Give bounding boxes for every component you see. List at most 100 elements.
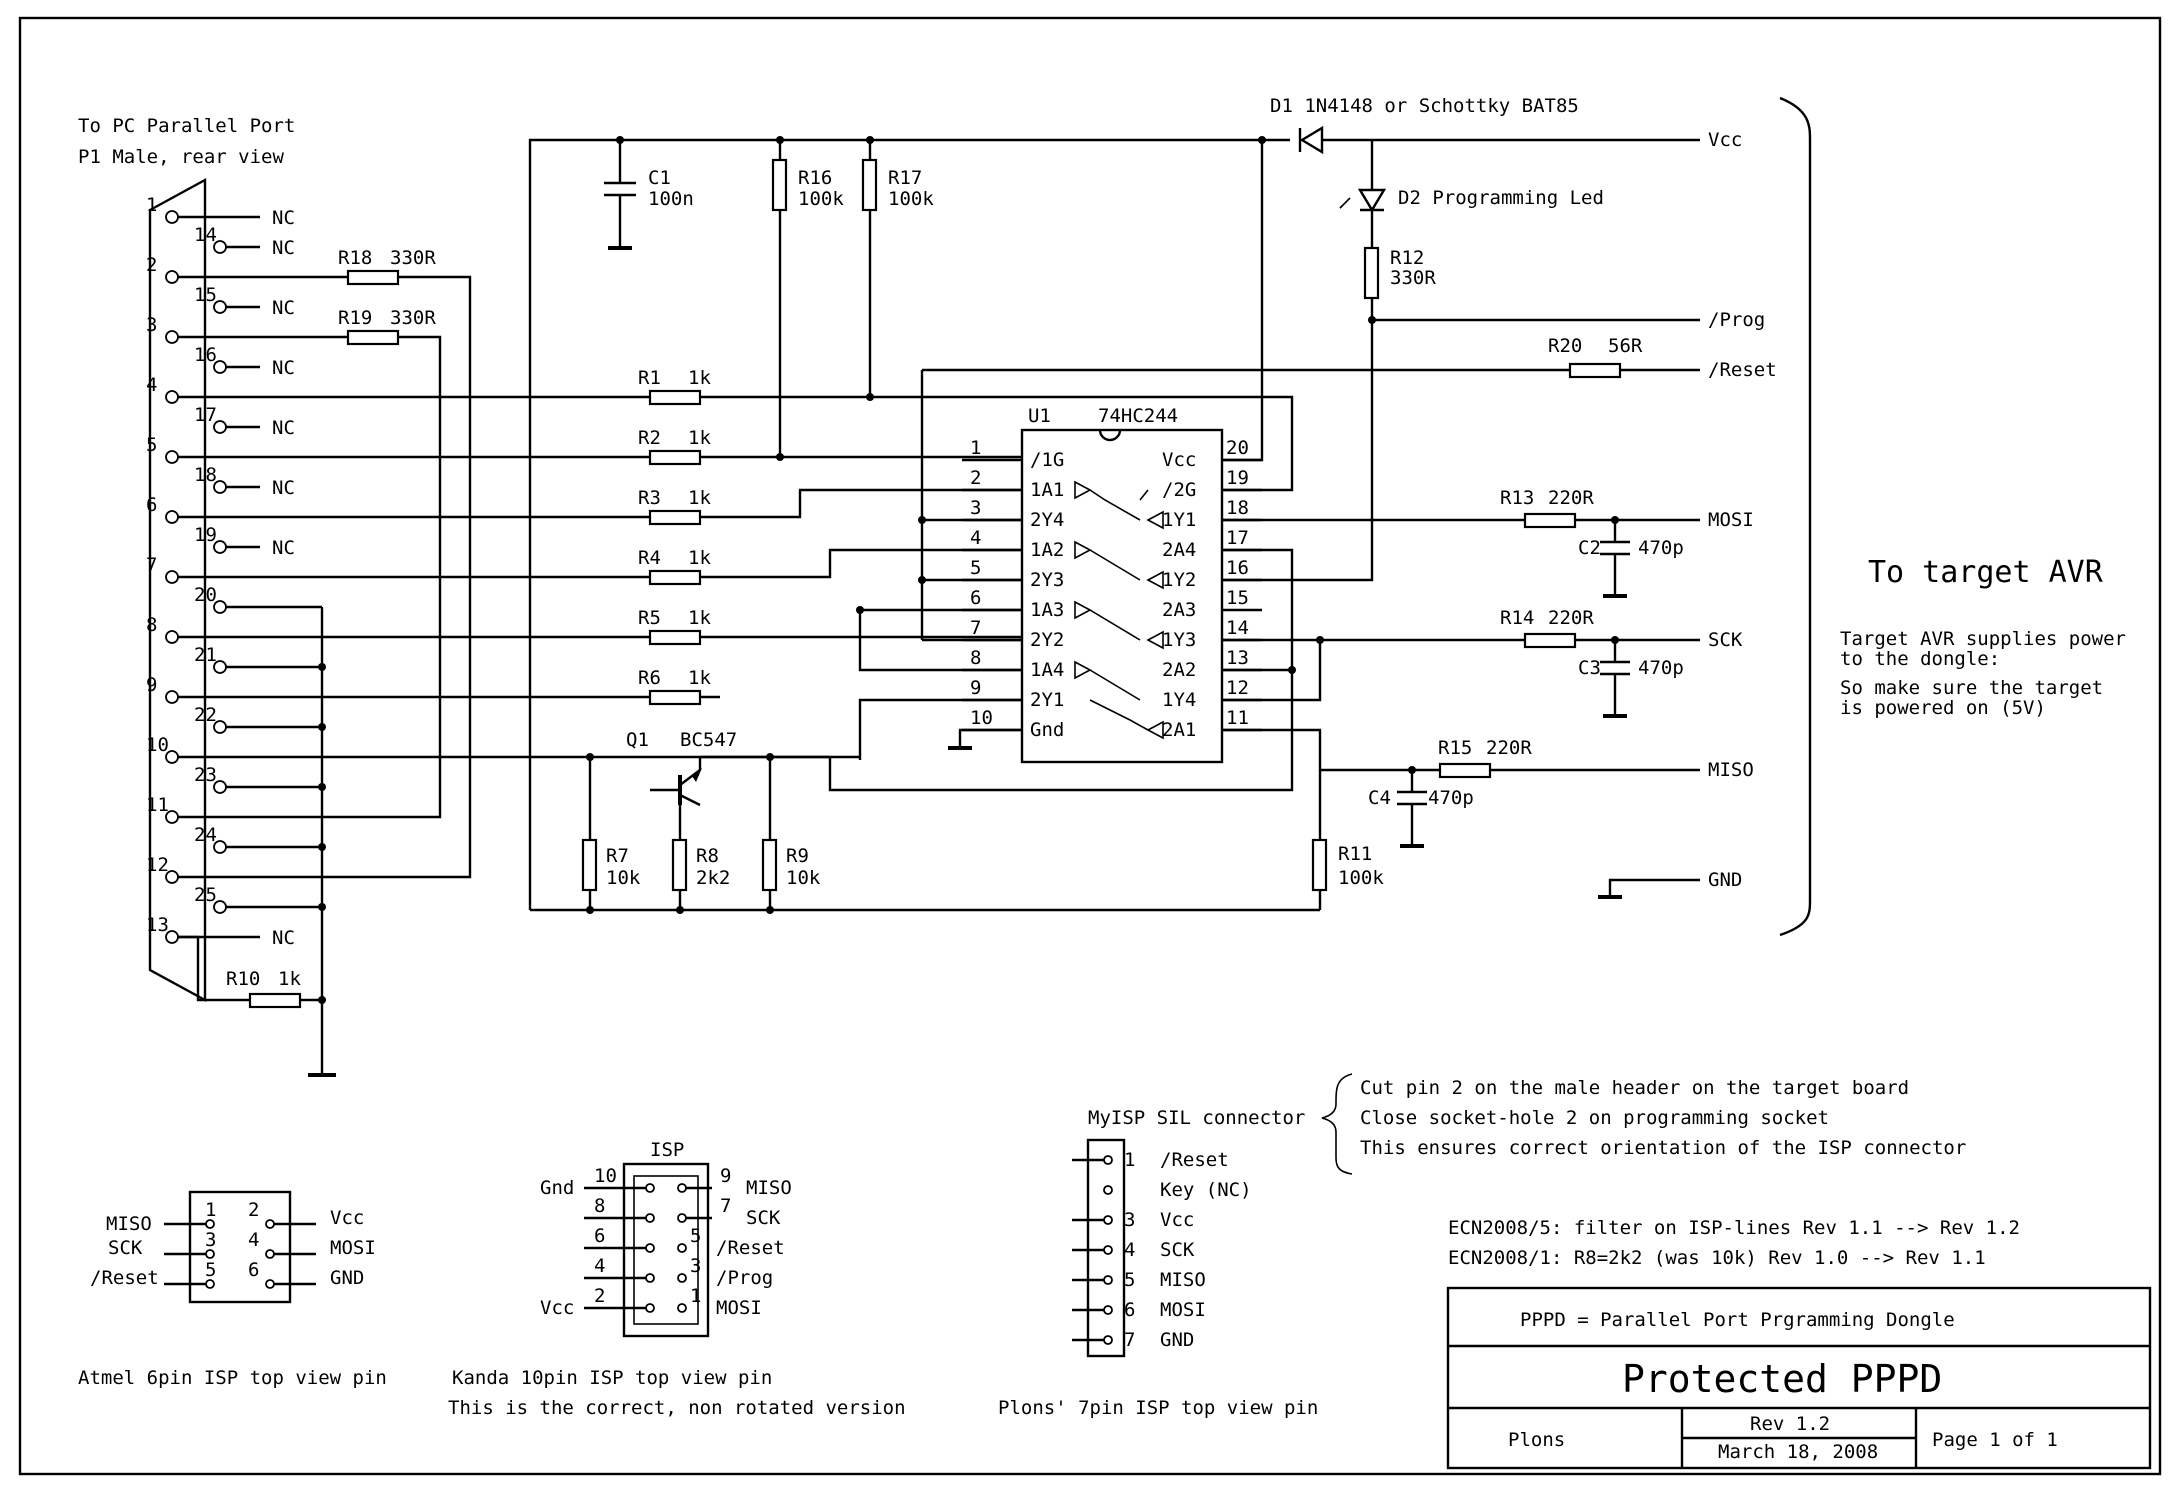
svg-text:1k: 1k: [688, 667, 711, 689]
kanda-pin-number: 7: [720, 1195, 731, 1217]
kanda-title: ISP: [650, 1139, 684, 1161]
p1-pin-number: 5: [146, 434, 157, 456]
ic-pin-name: 1Y2: [1162, 569, 1196, 591]
svg-text:R11: R11: [1338, 843, 1372, 865]
p1-pin-number: 25: [194, 884, 217, 906]
note-line-2: Close socket-hole 2 on programming socke…: [1360, 1107, 1829, 1129]
p1-pin-number: 3: [146, 314, 157, 336]
signal-gnd: GND: [1708, 869, 1742, 891]
ic-pin-name: Vcc: [1162, 449, 1196, 471]
p1-pin-number: 19: [194, 524, 217, 546]
svg-text:R20: R20: [1548, 335, 1582, 357]
kanda-caption-1: Kanda 10pin ISP top view pin: [452, 1367, 772, 1389]
ic-pin-name: 2A1: [1162, 719, 1196, 741]
nc-label-17: NC: [272, 417, 295, 439]
svg-text:R3: R3: [638, 487, 661, 509]
logic-dots: [776, 393, 926, 614]
q1-value: BC547: [680, 729, 737, 751]
resistor-r13: R13 220R: [1500, 487, 1594, 529]
svg-text:/Reset: /Reset: [90, 1267, 159, 1289]
ic-pin-number: 19: [1226, 467, 1249, 489]
svg-text:1k: 1k: [688, 487, 711, 509]
resistor-r11: R11 100k: [1311, 838, 1384, 892]
p1-pin-2: [165, 270, 179, 284]
svg-text:470p: 470p: [1428, 787, 1474, 809]
power-rail-dots: [616, 136, 1266, 144]
myisp-pin-label: /Reset: [1160, 1149, 1229, 1171]
svg-text:Vcc: Vcc: [330, 1207, 364, 1229]
svg-text:100k: 100k: [1338, 867, 1384, 889]
p1-pin-1: [165, 210, 179, 224]
p1-pin-number: 9: [146, 674, 157, 696]
kanda-pin-number: 3: [690, 1255, 701, 1277]
p1-pin-number: 10: [146, 734, 169, 756]
title-block: PPPD = Parallel Port Prgramming Dongle P…: [1446, 1286, 2152, 1470]
svg-text:5: 5: [205, 1259, 216, 1281]
p1-pin-number: 13: [146, 914, 169, 936]
svg-text:2: 2: [248, 1199, 259, 1221]
r9-ref: R9: [786, 845, 809, 867]
ic-pin-name: 2Y1: [1030, 689, 1064, 711]
signal-prog: /Prog: [1708, 309, 1765, 331]
svg-text:6: 6: [248, 1259, 259, 1281]
nc-label-15: NC: [272, 297, 295, 319]
connector-p1: To PC Parallel Port P1 Male, rear view 1…: [78, 115, 295, 1003]
kanda-caption-2: This is the correct, non rotated version: [448, 1397, 906, 1419]
kanda-pin-number: 4: [594, 1255, 605, 1277]
ic-pin-name: 2A3: [1162, 599, 1196, 621]
notes: Cut pin 2 on the male header on the targ…: [1321, 1073, 2020, 1269]
ic-pin-number: 11: [1226, 707, 1249, 729]
note-line-1: Cut pin 2 on the male header on the targ…: [1360, 1077, 1909, 1099]
target-bracket: [1779, 96, 1812, 937]
ic-pin-number: 4: [970, 527, 981, 549]
r17-value: 100k: [888, 188, 934, 210]
logic-wires: [700, 368, 1700, 760]
ic-pin-name: 1A3: [1030, 599, 1064, 621]
kanda-pin-number: 8: [594, 1195, 605, 1217]
kanda-pin: [677, 1303, 687, 1313]
q1-ref: Q1: [626, 729, 649, 751]
notes-brace: [1321, 1073, 1353, 1175]
svg-text:1k: 1k: [688, 547, 711, 569]
p1-pin-7: [165, 570, 179, 584]
capacitor-c2: C2 470p: [1578, 520, 1684, 598]
title-block-page: Page 1 of 1: [1932, 1429, 2058, 1451]
nc-label-19: NC: [272, 537, 295, 559]
ic-pin-name: Gnd: [1030, 719, 1064, 741]
r12-value: 330R: [1390, 267, 1436, 289]
myisp-pin-number: 3: [1124, 1209, 1135, 1231]
title-block-date: March 18, 2008: [1718, 1441, 1878, 1463]
svg-text:MOSI: MOSI: [330, 1237, 376, 1259]
resistor-r19: R19 330R: [338, 307, 436, 346]
r12-ref: R12: [1390, 247, 1424, 269]
kanda-pin: [645, 1303, 655, 1313]
ic-pin-name: 1A2: [1030, 539, 1064, 561]
kanda-pin-number: 6: [594, 1225, 605, 1247]
p1-pin-4: [165, 390, 179, 404]
capacitor-c4: C4 470p: [1368, 770, 1474, 848]
resistor-r5: R5 1k: [638, 607, 711, 646]
target-note-4: is powered on (5V): [1840, 697, 2046, 719]
myisp-pin-number: 5: [1124, 1269, 1135, 1291]
p1-pin-9: [165, 690, 179, 704]
p1-pin-number: 17: [194, 404, 217, 426]
signal-reset: /Reset: [1708, 359, 1777, 381]
ic-u1-buffers: [1074, 480, 1164, 740]
myisp-pin-number: 1: [1124, 1149, 1135, 1171]
ground-dots: [318, 663, 326, 1004]
ic-u1: U1 74HC244 1/1G21A132Y441A252Y361A372Y28…: [962, 405, 1262, 764]
p1-pin-number: 4: [146, 374, 157, 396]
nc-label-16: NC: [272, 357, 295, 379]
p1-pin-number: 2: [146, 254, 157, 276]
myisp-pin-label: MOSI: [1160, 1299, 1206, 1321]
kanda-pin-label: Vcc: [540, 1297, 574, 1319]
q1-circuit: [530, 753, 1320, 914]
kanda-pin-label: /Prog: [716, 1267, 773, 1289]
kanda-pin-label: /Reset: [716, 1237, 785, 1259]
r8-ref: R8: [696, 845, 719, 867]
ic-u1-notch: [1098, 429, 1122, 442]
p1-title: To PC Parallel Port: [78, 115, 295, 137]
svg-text:1k: 1k: [278, 968, 301, 990]
note-line-3: This ensures correct orientation of the …: [1360, 1137, 1966, 1159]
